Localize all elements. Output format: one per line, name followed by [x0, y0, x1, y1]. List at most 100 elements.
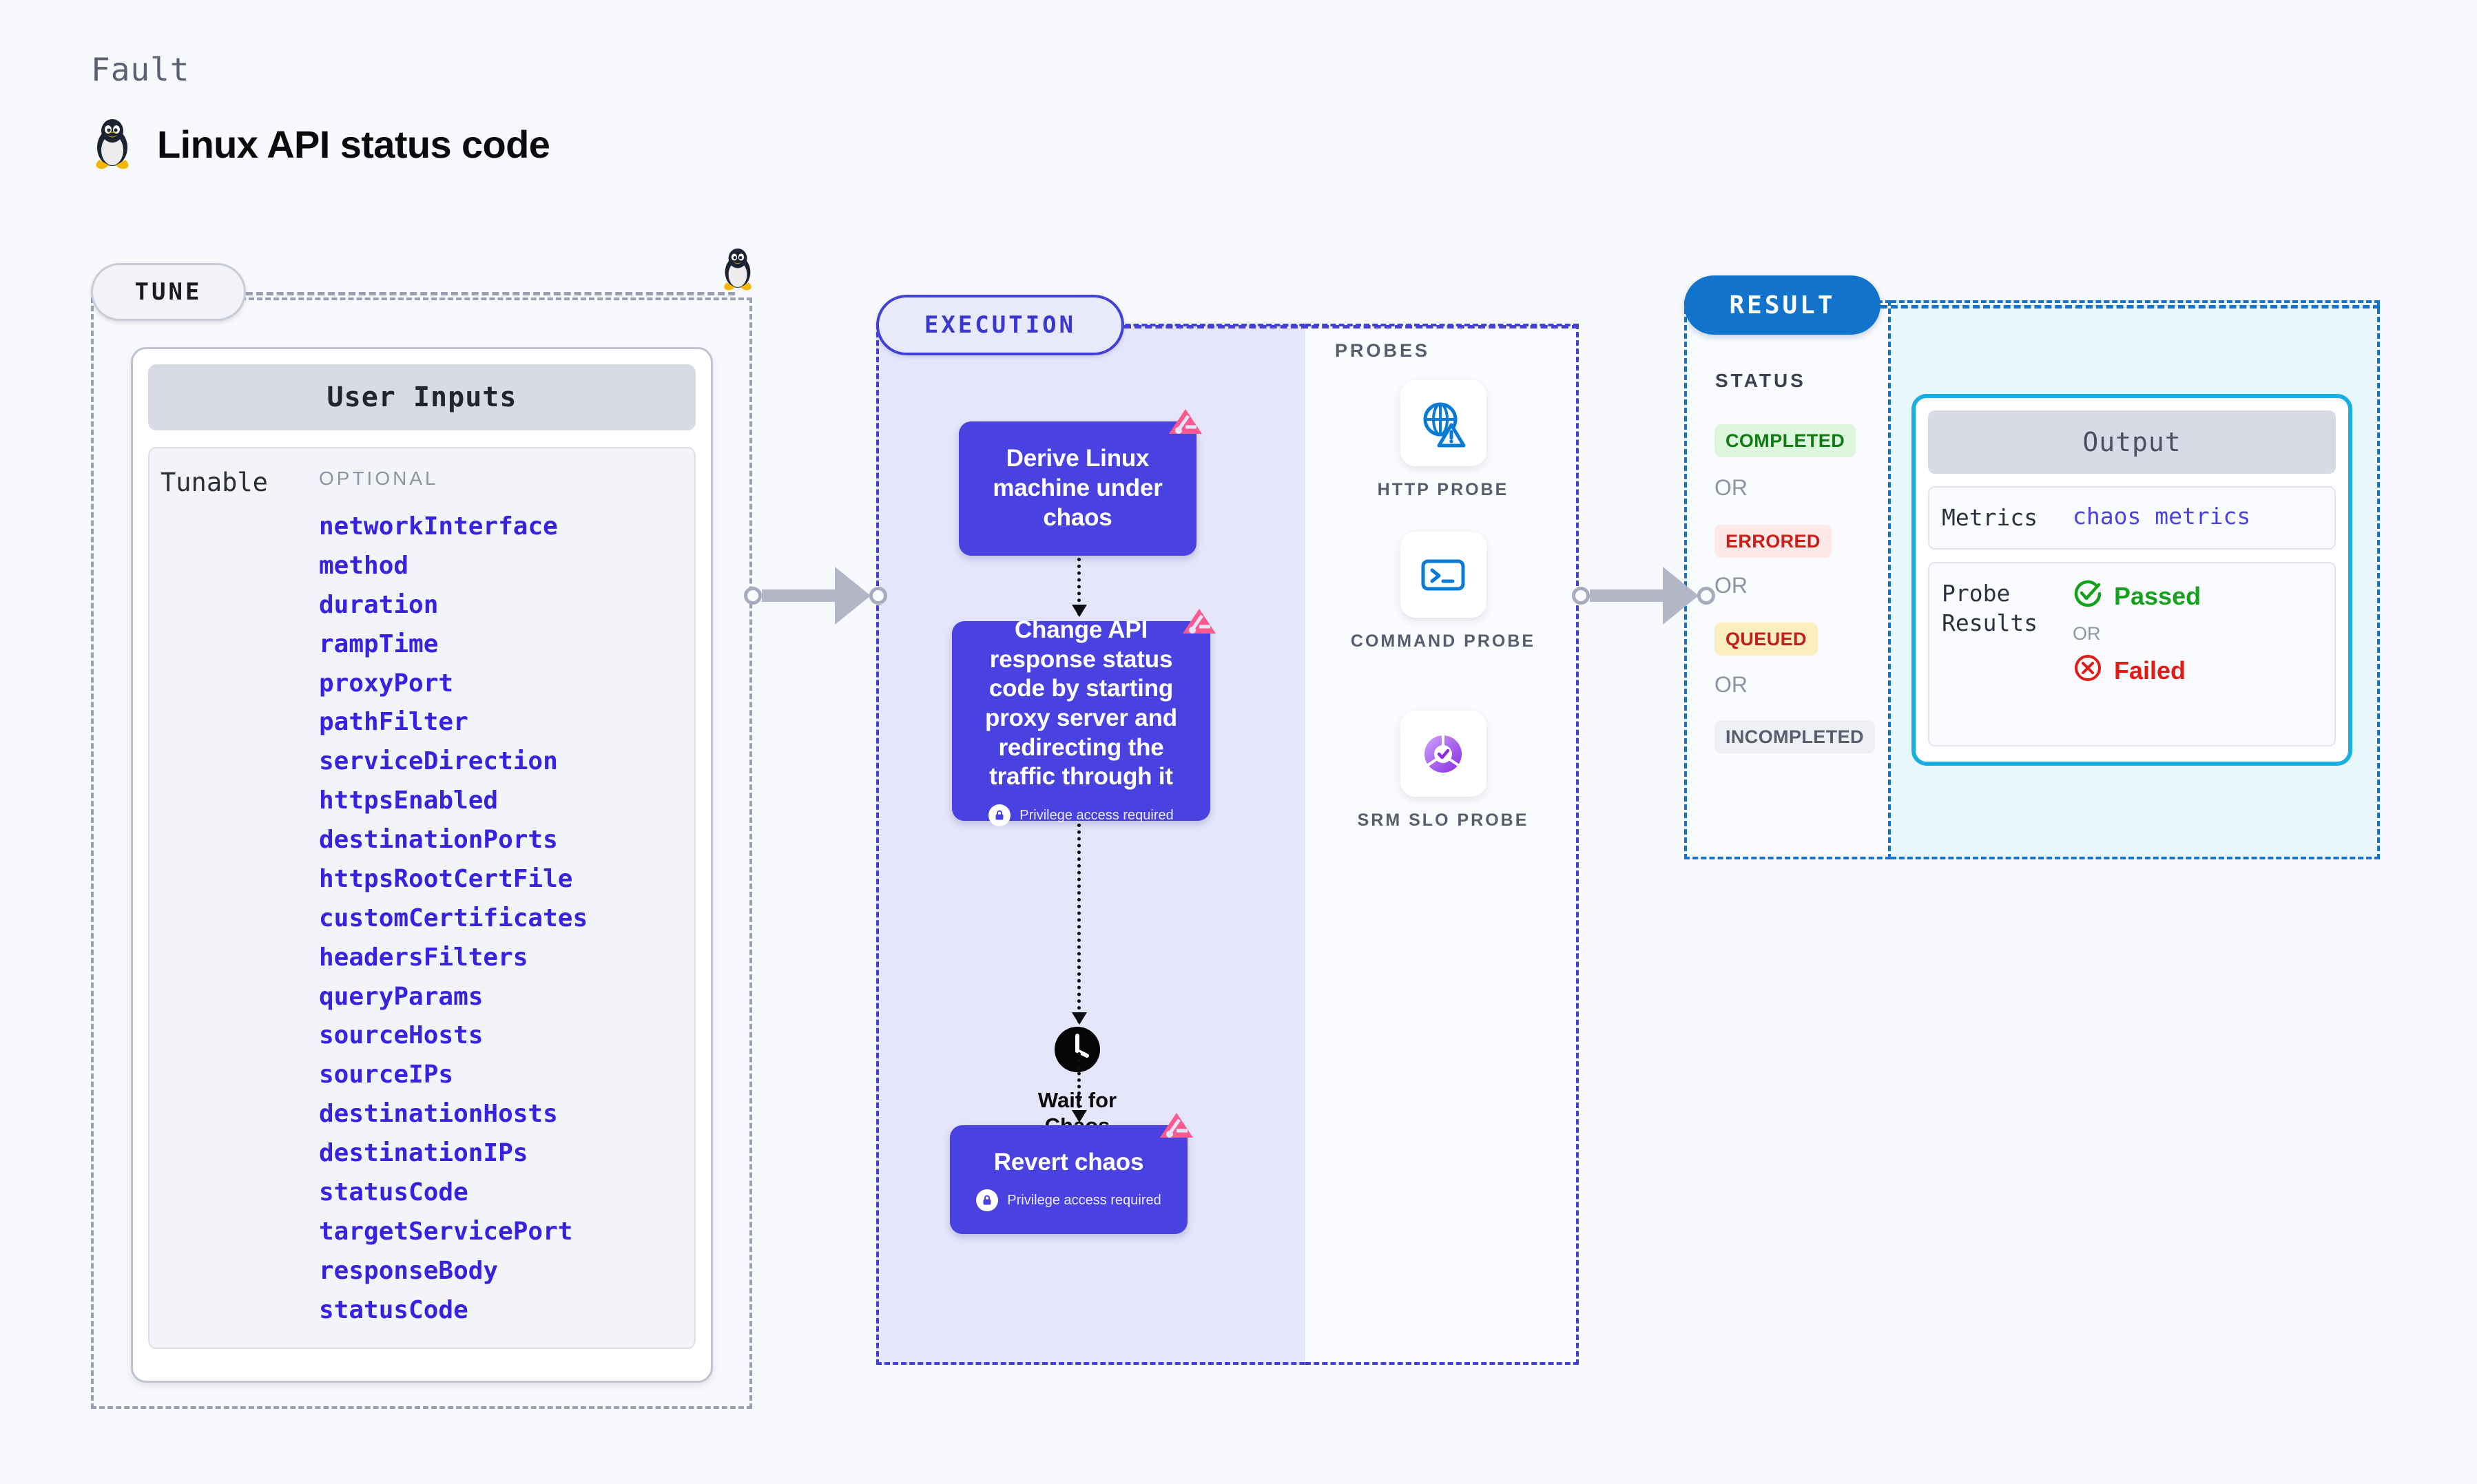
tunable-param[interactable]: httpsEnabled: [319, 786, 499, 815]
status-or-3: OR: [1714, 672, 1748, 697]
tunable-param[interactable]: serviceDirection: [319, 747, 558, 776]
chaos-logo-icon: [1156, 1110, 1197, 1151]
tune-lane: [91, 297, 752, 1409]
probe-label: SRM SLO PROBE: [1357, 811, 1529, 830]
check-circle-icon: [2073, 578, 2103, 615]
tunable-param[interactable]: queryParams: [319, 982, 484, 1011]
execution-connector-line: [1124, 325, 1579, 328]
flow-arrow-3: [1072, 1052, 1087, 1122]
result-connector-line: [1880, 305, 2380, 309]
optional-label: OPTIONAL: [319, 468, 439, 489]
tune-pill[interactable]: TUNE: [91, 263, 246, 321]
connector-dot: [869, 587, 887, 605]
metrics-value[interactable]: chaos metrics: [2073, 503, 2251, 530]
status-title: STATUS: [1715, 370, 1806, 391]
tunable-param[interactable]: sourceHosts: [319, 1021, 484, 1050]
tune-connector-line: [246, 292, 735, 295]
privilege-note-text: Privilege access required: [1019, 807, 1174, 823]
probe-results-key: Probe Results: [1942, 579, 2038, 637]
connector-execution-to-result: [1572, 567, 1715, 625]
privilege-note-text: Privilege access required: [1007, 1192, 1161, 1208]
user-inputs-body: Tunable OPTIONAL networkInterface method d…: [148, 447, 696, 1349]
probes-lane: [1305, 324, 1579, 1365]
lock-icon: [988, 804, 1011, 827]
user-inputs-card: User Inputs Tunable OPTIONAL networkInte…: [131, 347, 713, 1383]
tunable-param[interactable]: rampTime: [319, 629, 439, 658]
output-header: Output: [1928, 410, 2336, 474]
tunable-param[interactable]: targetServicePort: [319, 1217, 573, 1246]
tunable-param[interactable]: destinationHosts: [319, 1100, 558, 1129]
failed-label: Failed: [2114, 656, 2186, 685]
node-title: Derive Linux machine under chaos: [993, 445, 1163, 531]
execution-node-revert-chaos[interactable]: Revert chaos Privilege access required: [950, 1113, 1193, 1234]
tunable-param[interactable]: customCertificates: [319, 903, 588, 932]
probe-result-or: OR: [2073, 623, 2101, 644]
tunable-param[interactable]: sourceIPs: [319, 1060, 454, 1089]
linux-penguin-icon: [91, 117, 134, 171]
probes-title: PROBES: [1335, 340, 1431, 361]
status-badge-completed: COMPLETED: [1714, 424, 1856, 457]
status-badge-incompleted: INCOMPLETED: [1714, 720, 1875, 753]
lock-icon: [976, 1189, 999, 1212]
tunable-label: Tunable: [160, 468, 268, 497]
result-lane: [1684, 300, 1891, 859]
execution-node-change-status-code[interactable]: Change API response status code by start…: [952, 609, 1216, 827]
tunable-param[interactable]: statusCode: [319, 1178, 468, 1206]
globe-warning-icon: [1400, 380, 1486, 466]
probe-command[interactable]: COMMAND PROBE: [1343, 532, 1543, 654]
result-pill[interactable]: RESULT: [1684, 275, 1880, 335]
flow-arrow-2: [1072, 824, 1087, 1025]
status-or-2: OR: [1714, 573, 1748, 598]
probe-label: HTTP PROBE: [1377, 480, 1509, 499]
privilege-note: Privilege access required: [976, 1189, 1161, 1212]
linux-penguin-marker-icon: [720, 247, 756, 295]
privilege-note: Privilege access required: [988, 804, 1174, 827]
execution-node-derive[interactable]: Derive Linux machine under chaos: [959, 409, 1202, 556]
chaos-logo-icon: [1179, 606, 1220, 647]
probe-http[interactable]: HTTP PROBE: [1343, 380, 1543, 502]
tunable-param[interactable]: destinationIPs: [319, 1139, 528, 1167]
probe-srm-slo[interactable]: SRM SLO PROBE: [1343, 711, 1543, 833]
tunable-param[interactable]: duration: [319, 590, 439, 619]
status-badge-errored: ERRORED: [1714, 525, 1832, 558]
fault-kicker: Fault: [91, 51, 190, 88]
node-title: Revert chaos: [993, 1148, 1144, 1175]
probe-label: COMMAND PROBE: [1350, 631, 1536, 651]
output-probe-results-row: Probe Results Passed OR: [1928, 561, 2336, 746]
passed-label: Passed: [2114, 582, 2201, 611]
connector-arrowhead: [1663, 567, 1699, 625]
connector-dot: [1697, 587, 1715, 605]
tunable-param[interactable]: headersFilters: [319, 943, 528, 972]
page-title-text: Linux API status code: [157, 122, 550, 166]
tunable-param[interactable]: responseBody: [319, 1256, 499, 1285]
x-circle-icon: [2073, 653, 2103, 689]
execution-pill[interactable]: EXECUTION: [876, 295, 1124, 355]
connector-tune-to-execution: [744, 567, 887, 625]
user-inputs-header: User Inputs: [148, 364, 696, 430]
status-or-1: OR: [1714, 475, 1748, 500]
srm-slo-icon: [1400, 711, 1486, 797]
probe-result-passed: Passed: [2073, 578, 2201, 615]
node-title: Change API response status code by start…: [985, 616, 1177, 791]
flow-arrow-1: [1072, 558, 1087, 617]
tunable-param[interactable]: statusCode: [319, 1295, 468, 1324]
output-metrics-row: Metrics chaos metrics: [1928, 486, 2336, 550]
tunable-param[interactable]: networkInterface: [319, 512, 558, 541]
tunable-param[interactable]: destinationPorts: [319, 826, 558, 854]
page-title: Linux API status code: [91, 117, 550, 171]
tunable-param[interactable]: httpsRootCertFile: [319, 864, 573, 893]
connector-bar: [762, 589, 836, 602]
connector-bar: [1590, 589, 1664, 602]
chaos-logo-icon: [1165, 406, 1206, 448]
connector-dot: [1572, 587, 1590, 605]
terminal-icon: [1400, 532, 1486, 618]
execution-flow: Derive Linux machine under chaos Change …: [876, 324, 1303, 1365]
clock-icon: [1053, 1027, 1102, 1077]
connector-arrowhead: [835, 567, 871, 625]
tunable-param[interactable]: pathFilter: [319, 708, 468, 737]
tunable-param[interactable]: proxyPort: [319, 669, 454, 698]
tunable-param[interactable]: method: [319, 551, 409, 580]
output-card: Output Metrics chaos metrics Probe Resul…: [1911, 394, 2352, 766]
probe-result-failed: Failed: [2073, 653, 2201, 689]
